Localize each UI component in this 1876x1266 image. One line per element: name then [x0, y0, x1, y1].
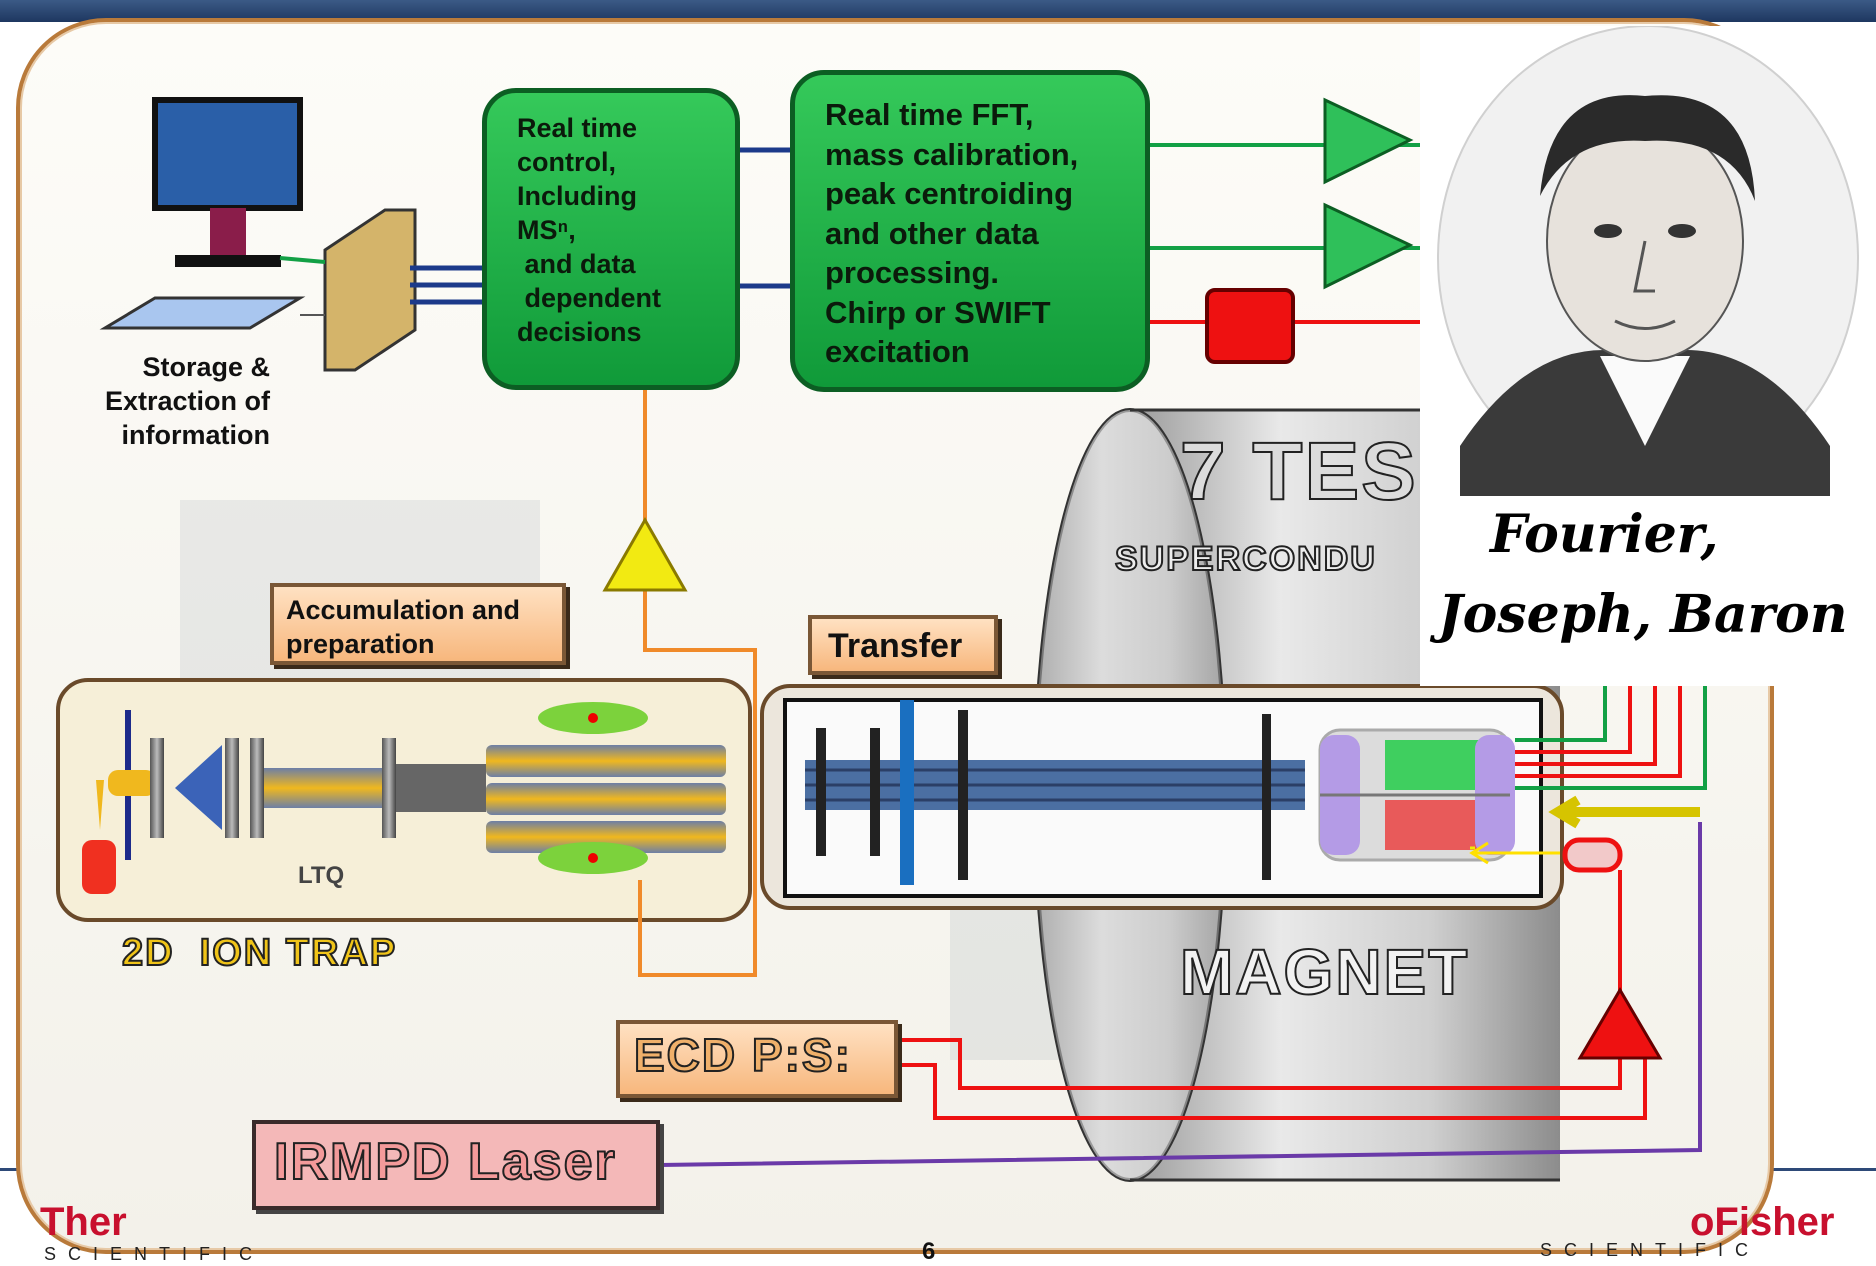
- green-signals: [1150, 100, 1420, 287]
- portrait-caption-line1: Fourier,: [1490, 504, 1719, 565]
- yellow-amplifier: [605, 520, 685, 590]
- magnet-title: 7 TES: [1180, 425, 1418, 519]
- interface-module: [325, 210, 415, 370]
- ion-trap-label: 2D ION TRAP: [122, 932, 397, 975]
- magnet-subtitle: SUPERCONDU: [1115, 540, 1377, 579]
- ion-trap: [58, 680, 750, 920]
- logo-left: Ther: [40, 1200, 127, 1245]
- fourier-portrait: Fourier, Joseph, Baron: [1420, 26, 1866, 686]
- page-number: 6: [922, 1238, 935, 1266]
- logo-right-sub: SCIENTIFIC: [1540, 1240, 1760, 1261]
- control-box-text: Real time control, Including MSⁿ, and da…: [517, 111, 661, 349]
- computer-icon: [105, 100, 300, 328]
- red-amplifier: [1580, 990, 1660, 1058]
- portrait-caption-line2: Joseph, Baron: [1438, 584, 1848, 645]
- ecd-box: ECD P:S:: [616, 1020, 898, 1098]
- irmpd-box: IRMPD Laser: [252, 1120, 660, 1210]
- logo-left-sub: SCIENTIFIC: [44, 1244, 264, 1265]
- irmpd-label: IRMPD Laser: [274, 1133, 617, 1191]
- control-box: Real time control, Including MSⁿ, and da…: [482, 88, 740, 390]
- magnet-label: MAGNET: [1180, 935, 1469, 1009]
- storage-label: Storage & Extraction of information: [92, 350, 270, 452]
- ecd-cathode: [1565, 840, 1620, 870]
- ion-injection-arrow: [1558, 800, 1700, 824]
- red-signal: [1150, 290, 1420, 362]
- accumulation-label: Accumulation and preparation: [270, 583, 566, 665]
- portrait-image: [1420, 26, 1866, 496]
- transfer-label: Transfer: [808, 615, 998, 675]
- fft-box-text: Real time FFT, mass calibration, peak ce…: [825, 95, 1078, 372]
- ltq-label: LTQ: [298, 862, 344, 890]
- fft-box: Real time FFT, mass calibration, peak ce…: [790, 70, 1150, 392]
- logo-right: oFisher: [1690, 1200, 1834, 1245]
- ecd-label: ECD P:S:: [634, 1029, 852, 1081]
